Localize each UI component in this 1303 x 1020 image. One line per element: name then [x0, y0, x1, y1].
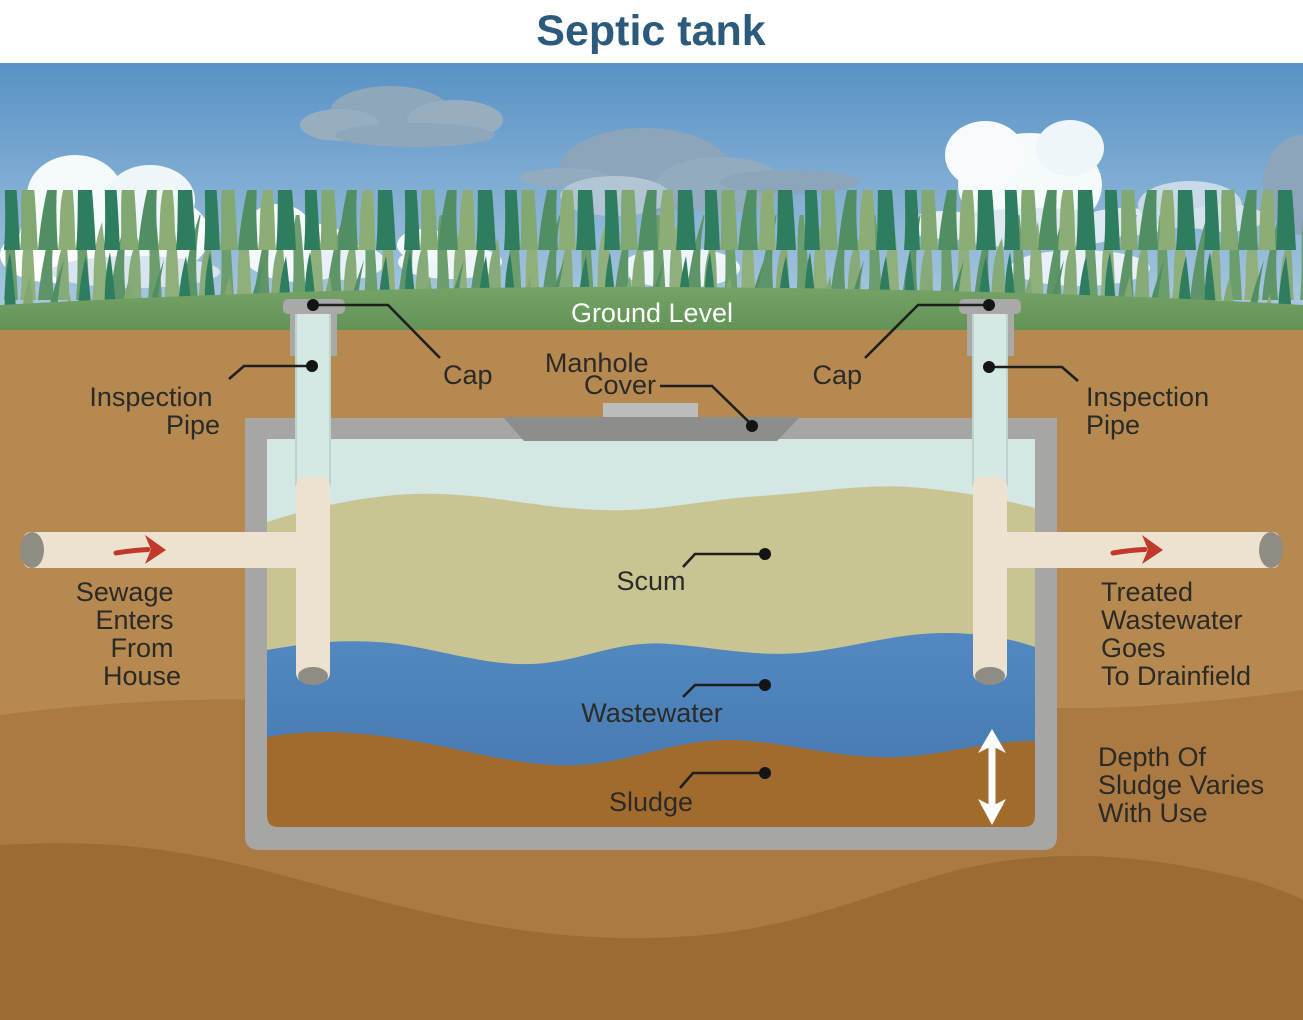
leader-lines: [228, 299, 1079, 789]
page-title: Septic tank: [536, 7, 765, 55]
manhole-cover-handle: [603, 403, 698, 418]
inlet-pipe-opening: [20, 532, 44, 568]
label-cap-right: Cap: [812, 360, 862, 390]
label-treated-outlet: Treated Wastewater Goes To Drainfield: [1101, 577, 1251, 691]
outlet-flow-arrow: [1110, 535, 1163, 564]
soil-layer-deep: [0, 843, 1303, 1020]
label-wastewater: Wastewater: [581, 698, 723, 728]
label-sewage-inlet: Sewage Enters From House: [76, 577, 181, 691]
label-scum: Scum: [616, 566, 685, 596]
label-sludge-depth-note: Depth Of Sludge Varies With Use: [1098, 742, 1272, 828]
outlet-tee-opening: [975, 667, 1005, 685]
label-cap-left: Cap: [443, 360, 493, 390]
ground-level-label: Ground Level: [571, 298, 733, 328]
sludge-layer: [267, 732, 1035, 827]
inspection-pipe-right: [959, 299, 1021, 486]
label-inspection-pipe-right: Inspection Pipe: [1086, 382, 1217, 440]
sludge-depth-arrow: [978, 729, 1006, 825]
outlet-pipe-opening: [1259, 532, 1283, 568]
label-sludge: Sludge: [609, 787, 693, 817]
inspection-pipe-left: [283, 299, 345, 486]
inlet-tee-opening: [298, 667, 328, 685]
inlet-pipe: [20, 477, 330, 685]
cloud-gray-top: [300, 86, 503, 147]
inlet-flow-arrow: [113, 535, 166, 564]
label-manhole-cover: Manhole Cover: [545, 348, 656, 400]
label-inspection-pipe-left: Inspection Pipe: [89, 382, 220, 440]
manhole-cover: [503, 417, 800, 441]
